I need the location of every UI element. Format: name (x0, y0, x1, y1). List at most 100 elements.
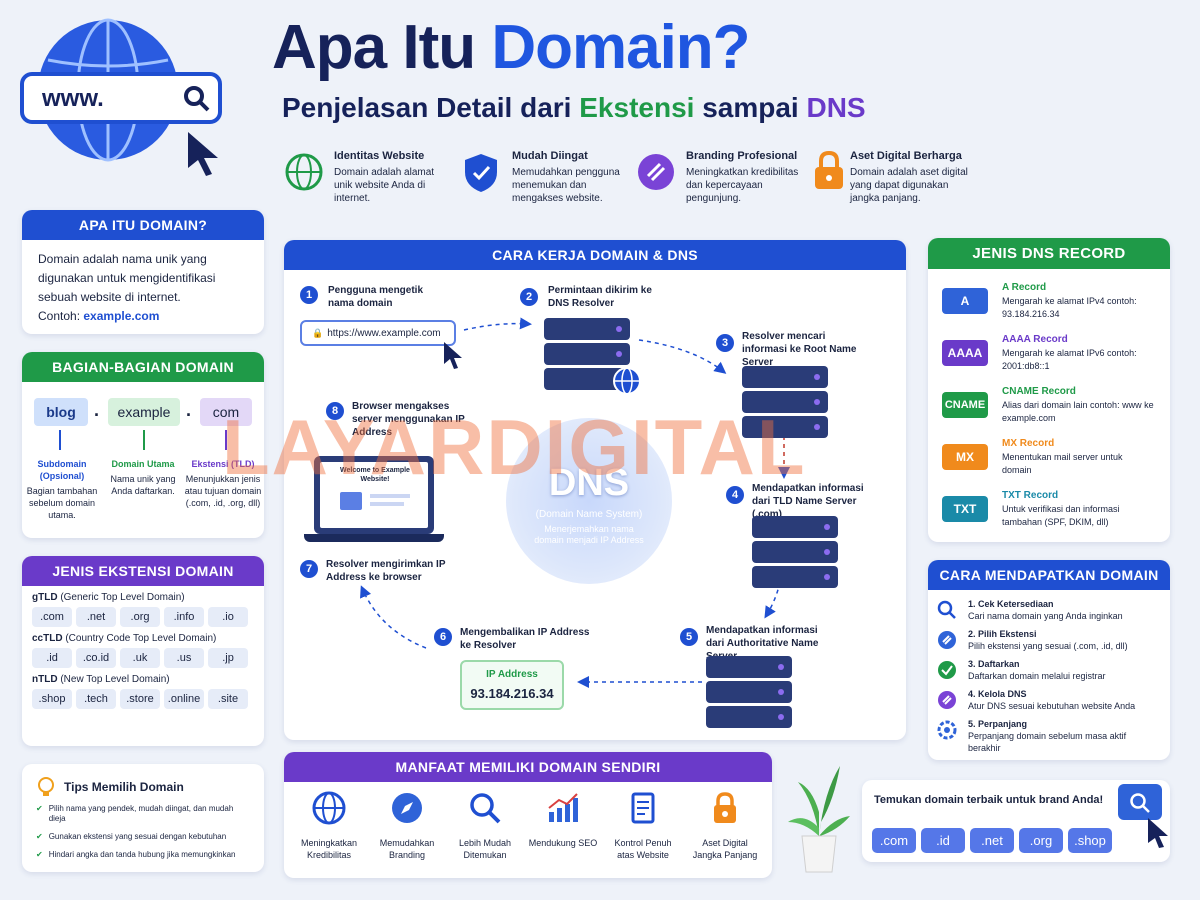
record-name: TXT Record (1002, 490, 1059, 501)
dns-record-list: A A Record Mengarah ke alamat IPv4 conto… (940, 282, 1164, 538)
example-label: Contoh: (38, 309, 84, 323)
authoritative-name-server (706, 656, 792, 731)
tips-title: Tips Memilih Domain (64, 780, 184, 794)
record-desc: Mengarah ke alamat IPv4 contoh: 93.184.2… (1002, 296, 1137, 319)
laptop-graphic: Welcome to Example Website! (314, 456, 434, 534)
search-icon (1130, 793, 1150, 813)
dns-record-a: A A Record Mengarah ke alamat IPv4 conto… (940, 282, 1164, 332)
tip-item: ✔Hindari angka dan tanda hubung jika mem… (36, 850, 250, 860)
tip-item: ✔Gunakan ekstensi yang sesuai dengan keb… (36, 832, 250, 842)
step-text: Resolver mengirimkan IP Address ke brows… (326, 559, 446, 583)
ext-button-org[interactable]: .org (1019, 828, 1063, 853)
ext-chip: .uk (120, 648, 160, 668)
manfaat-card: MANFAAT MEMILIKI DOMAIN SENDIRI (284, 752, 772, 878)
tip-item: ✔Pilih nama yang pendek, mudah diingat, … (36, 804, 250, 824)
step-3: 3 Resolver mencari informasi ke Root Nam… (716, 330, 866, 369)
ext-chip: .tech (76, 689, 116, 709)
dns-record-txt: TXT TXT Record Untuk verifikasi dan info… (940, 490, 1164, 540)
watermark: LAYARDIGITAL (222, 403, 807, 491)
arrow-down (59, 430, 61, 450)
manfaat-item: Meningkatkan Kredibilitas (290, 790, 368, 874)
group-desc: (Country Code Top Level Domain) (62, 633, 217, 644)
manfaat-label: Memudahkan Branding (379, 838, 435, 860)
part-desc: Bagian tambahan sebelum domain utama. (26, 486, 98, 520)
ext-button-com[interactable]: .com (872, 828, 916, 853)
step-1: 1 Pengguna mengetik nama domain (300, 284, 450, 310)
record-badge: A (942, 288, 988, 314)
ext-chip: .info (164, 607, 204, 627)
step-number: 1 (300, 286, 318, 304)
lock-icon: 🔒 (312, 328, 324, 338)
url-bar: 🔒https://www.example.com (300, 320, 456, 346)
card-title: MANFAAT MEMILIKI DOMAIN SENDIRI (284, 752, 772, 782)
search-icon (937, 600, 956, 619)
cara-step-desc: Cari nama domain yang Anda inginkan (968, 611, 1123, 621)
ext-chip: .store (120, 689, 160, 709)
search-button[interactable] (1118, 784, 1162, 820)
step-7: 7 Resolver mengirimkan IP Address ke bro… (300, 558, 480, 584)
step-number: 8 (326, 402, 344, 420)
laptop-base (304, 534, 444, 542)
step-4: 4 Mendapatkan informasi dari TLD Name Se… (726, 482, 886, 521)
manfaat-item: Kontrol Penuh atas Website (602, 790, 684, 874)
manfaat-item: Lebih Mudah Ditemukan (446, 790, 524, 874)
manfaat-label: Meningkatkan Kredibilitas (300, 838, 358, 860)
record-desc: Alias dari domain lain contoh: www ke ex… (1002, 400, 1154, 423)
record-badge: TXT (942, 496, 988, 522)
page-subtitle: Penjelasan Detail dari Ekstensi sampai D… (282, 92, 866, 124)
record-name: A Record (1002, 282, 1047, 293)
chip-com: com (200, 398, 252, 426)
feature-3: Branding Profesional Meningkatkan kredib… (636, 150, 808, 205)
ext-button-net[interactable]: .net (970, 828, 1014, 853)
subtitle-part-4: DNS (806, 92, 866, 123)
feature-title: Identitas Website (334, 150, 425, 162)
part-subdomain: Subdomain (Opsional) Bagian tambahan seb… (26, 458, 98, 521)
record-name: CNAME Record (1002, 386, 1076, 397)
apa-itu-domain-card: APA ITU DOMAIN? Domain adalah nama unik … (22, 210, 264, 334)
manfaat-item: Memudahkan Branding (368, 790, 446, 874)
shield-icon (465, 154, 497, 192)
record-name: AAAA Record (1002, 334, 1068, 345)
ext-chip: .net (76, 607, 116, 627)
image-icon (340, 492, 362, 510)
ext-chip: .org (120, 607, 160, 627)
ext-button-row: .com.id.net.org.shop (872, 828, 1117, 853)
dns-sub-label: (Domain Name System) (535, 509, 643, 520)
feature-title: Branding Profesional (686, 150, 798, 162)
browser-welcome-text: Welcome to Example Website! (340, 467, 410, 483)
link-icon (938, 631, 956, 649)
title-part-2: Domain? (491, 13, 750, 82)
step-6: 6 Mengembalikan IP Address ke Resolver (434, 626, 594, 652)
record-badge: CNAME (942, 392, 988, 418)
group-label: ccTLD (32, 633, 63, 644)
ext-button-id[interactable]: .id (921, 828, 965, 853)
apa-itu-text: Domain adalah nama unik yang digunakan u… (38, 252, 216, 304)
chart-icon (548, 793, 578, 822)
cursor-icon (444, 342, 462, 369)
globe-icon (938, 661, 956, 679)
step-number: 2 (520, 288, 538, 306)
cara-step-desc: Pilih ekstensi yang sesuai (.com, .id, d… (968, 641, 1128, 651)
link-icon (638, 154, 674, 190)
chip-example: example (108, 398, 180, 426)
step-text: Permintaan dikirim ke DNS Resolver (548, 285, 652, 309)
cara-step-name: 5. Perpanjang (968, 719, 1028, 729)
card-title: CARA MENDAPATKAN DOMAIN (928, 560, 1170, 590)
part-name: Ekstensi (TLD) (191, 459, 255, 469)
feature-1: Identitas Website Domain adalah alamat u… (284, 150, 454, 205)
card-title: JENIS EKSTENSI DOMAIN (22, 556, 264, 586)
cara-step-desc: Atur DNS sesuai kebutuhan website Anda (968, 701, 1136, 711)
dot-separator: . (94, 400, 100, 420)
title-part-1: Apa Itu (272, 13, 492, 82)
step-number: 4 (726, 486, 744, 504)
ext-button-shop[interactable]: .shop (1068, 828, 1112, 853)
manfaat-items: Meningkatkan Kredibilitas Memudahkan Bra… (290, 790, 770, 874)
cara-step-desc: Perpanjang domain sebelum masa aktif ber… (968, 731, 1127, 753)
cursor-icon (188, 132, 218, 176)
record-desc: Mengarah ke alamat IPv6 contoh: 2001:db8… (1002, 348, 1137, 371)
feature-title: Mudah Diingat (512, 150, 588, 162)
step-text: Mengembalikan IP Address ke Resolver (460, 627, 590, 651)
